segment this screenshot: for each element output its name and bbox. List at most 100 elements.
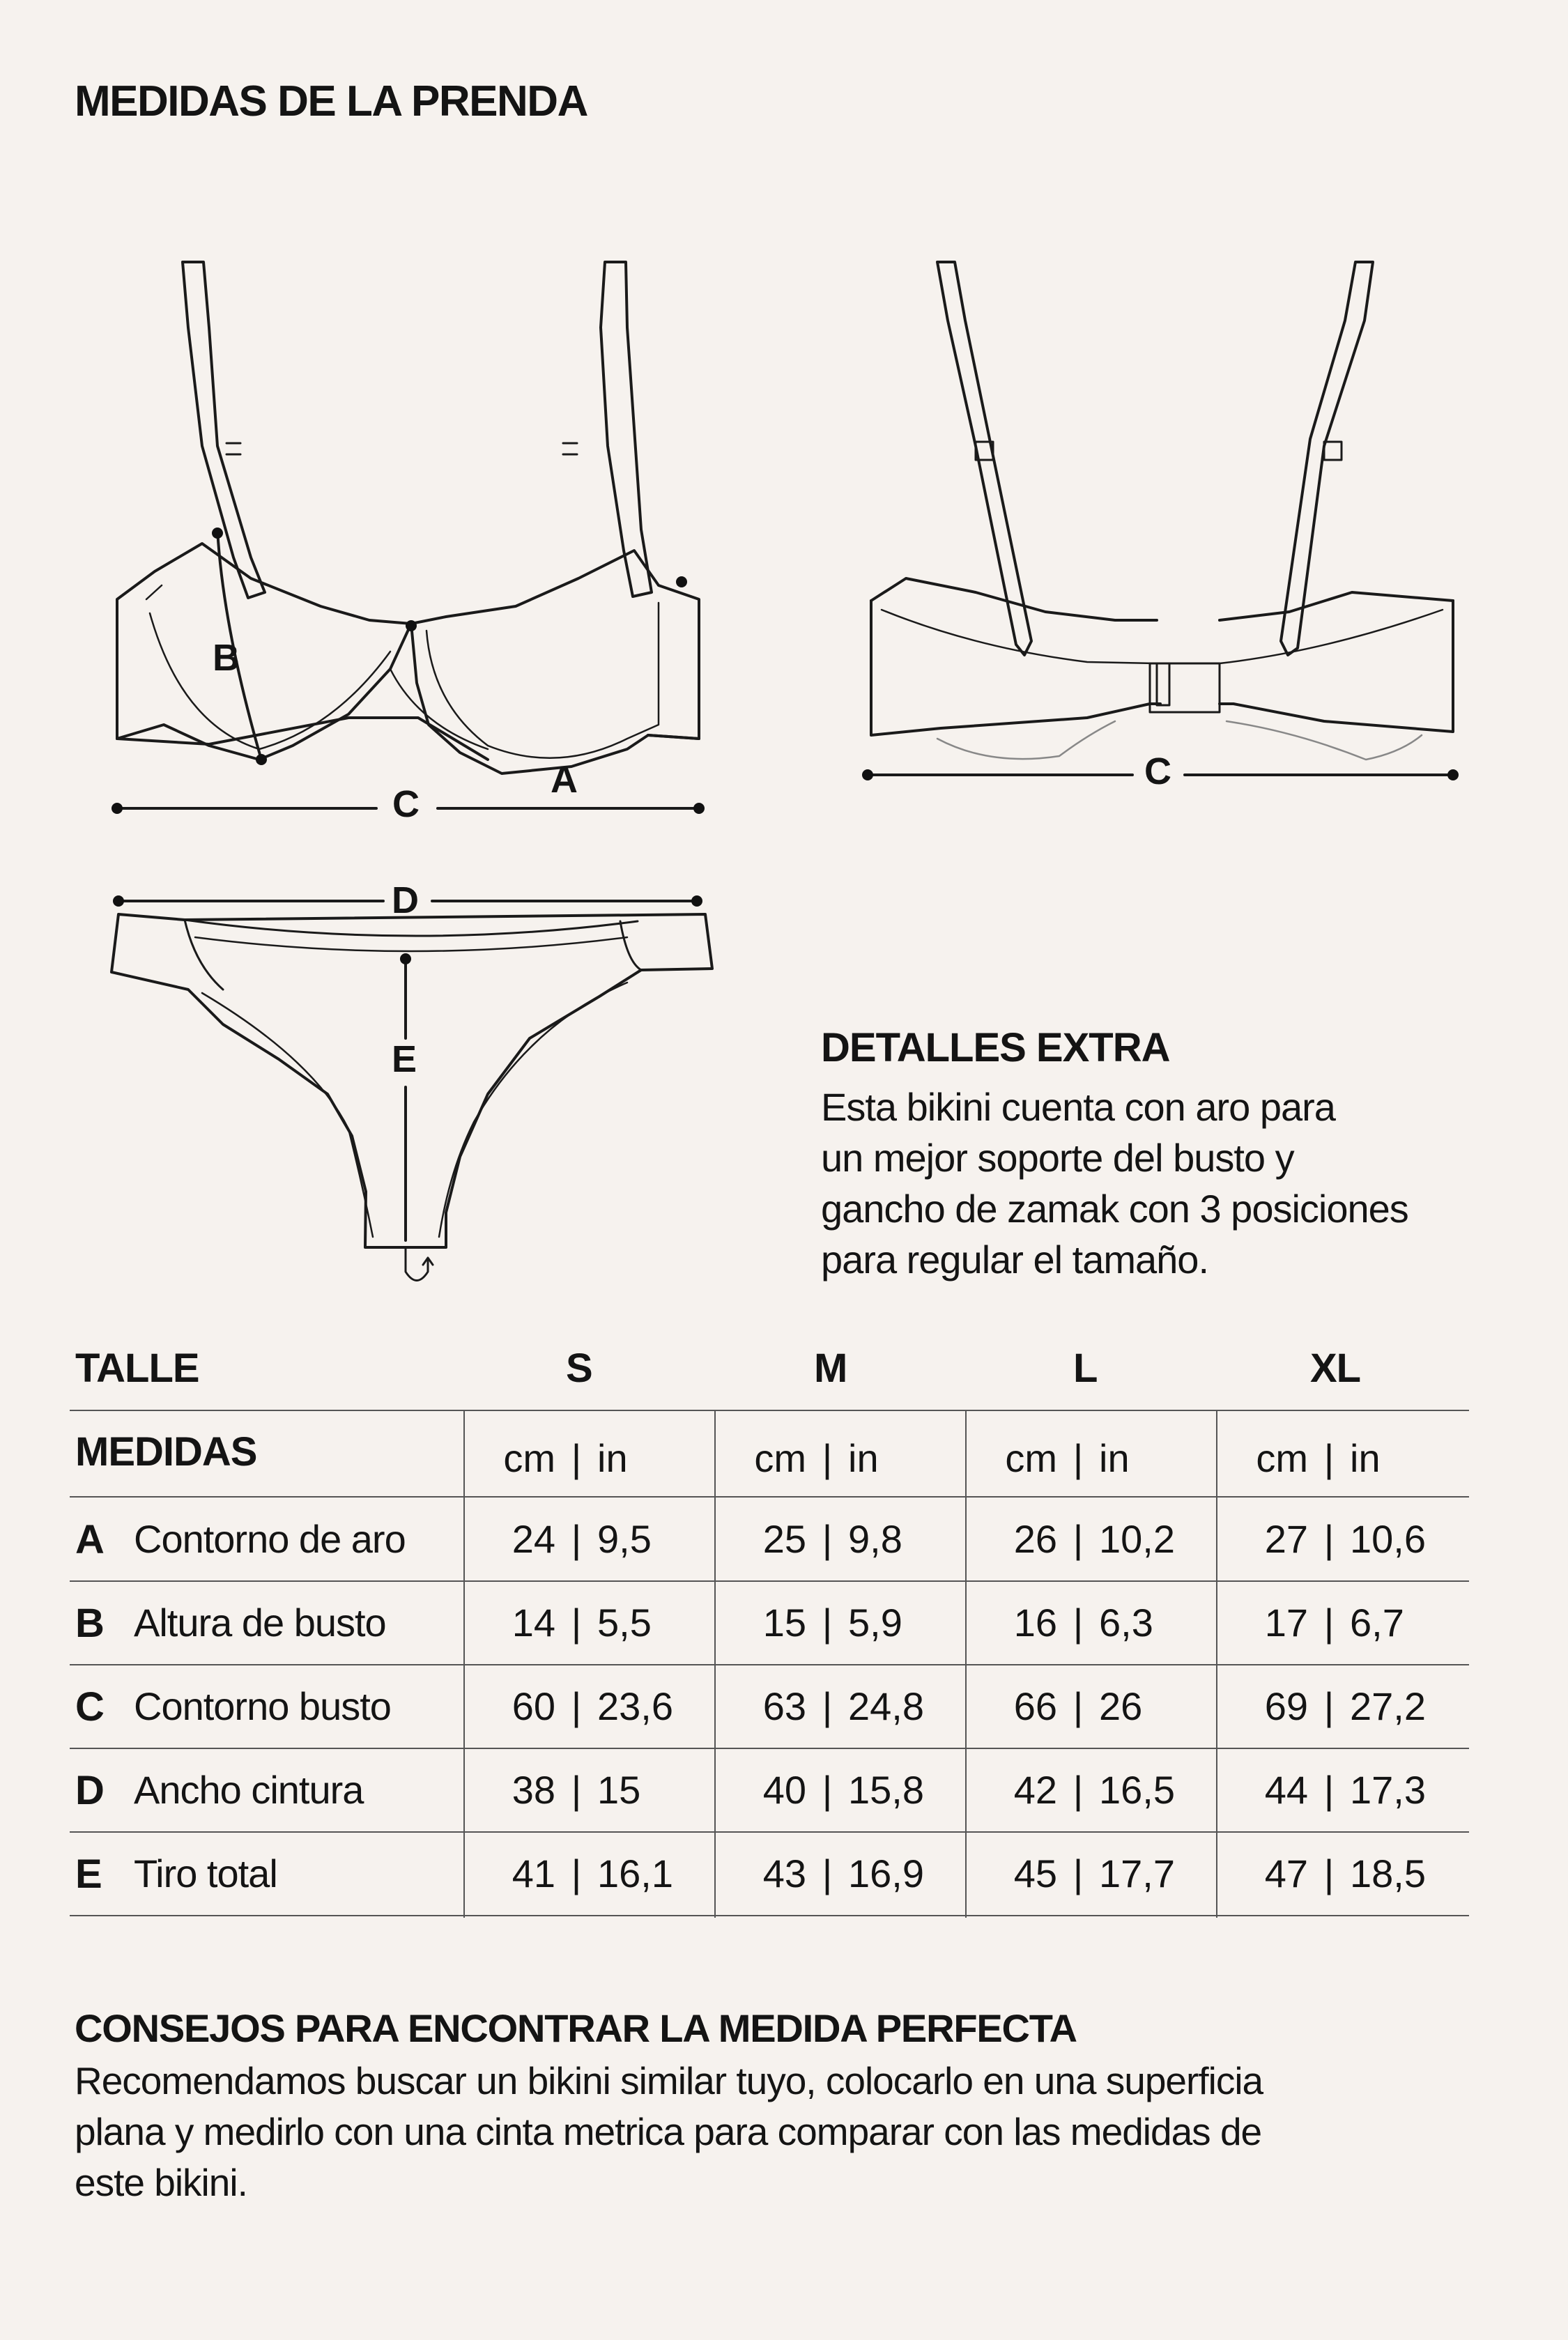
measure-letter: A [75, 1517, 105, 1562]
value-in: 16,9 [848, 1852, 924, 1895]
label-e: E [392, 1038, 417, 1080]
value-separator: | [571, 1852, 582, 1895]
label-c-front: C [392, 783, 420, 825]
measure-value: 40|15,8 [702, 1767, 953, 1812]
value-cm: 47 [1264, 1852, 1308, 1895]
value-separator: | [1073, 1768, 1084, 1812]
measure-name: Ancho cintura [134, 1768, 364, 1812]
value-cm: 17 [1264, 1601, 1308, 1645]
value-cm: 14 [512, 1601, 555, 1645]
bra-back-drawing [870, 261, 1454, 761]
extra-line: Esta bikini cuenta con aro para [821, 1085, 1336, 1129]
value-separator: | [571, 1768, 582, 1812]
dimension-lines [116, 528, 1454, 1242]
tips-title: CONSEJOS PARA ENCONTRAR LA MEDIDA PERFEC… [75, 2006, 1077, 2050]
value-separator: | [822, 1684, 833, 1728]
size-m: M [814, 1346, 847, 1391]
label-d: D [392, 879, 419, 921]
value-in: 6,3 [1099, 1601, 1153, 1645]
measure-value: 66 | 26 [953, 1684, 1204, 1729]
measure-value: 42 | 16,5 [953, 1767, 1204, 1812]
value-cm: 24 [512, 1517, 555, 1561]
value-separator: | [1323, 1601, 1335, 1645]
measure-name: Contorno busto [134, 1684, 392, 1728]
value-separator: | [571, 1684, 582, 1728]
value-cm: 42 [1013, 1768, 1057, 1812]
value-in: 24,8 [848, 1684, 924, 1728]
size-xl: XL [1310, 1346, 1361, 1391]
size-l: L [1073, 1346, 1098, 1391]
value-cm: 44 [1264, 1768, 1308, 1812]
measure-value: 25 | 9,8 [702, 1516, 953, 1562]
value-in: 26 [1099, 1684, 1143, 1728]
unit-separator: | [822, 1436, 833, 1480]
extra-details-title: DETALLES EXTRA [821, 1025, 1170, 1070]
measure-name: Tiro total [134, 1852, 278, 1895]
measure-name: Contorno de aro [134, 1517, 406, 1561]
value-separator: | [1323, 1768, 1335, 1812]
value-cm: 26 [1013, 1517, 1057, 1561]
measure-letter: C [75, 1684, 105, 1730]
value-separator: | [571, 1601, 582, 1645]
unit-separator: | [1323, 1436, 1335, 1480]
label-a: A [551, 759, 578, 801]
value-cm: 15 [762, 1601, 806, 1645]
measure-value: 14 | 5,5 [451, 1600, 702, 1645]
measure-value: 45|17,7 [953, 1851, 1204, 1896]
value-in: 10,2 [1099, 1517, 1175, 1561]
measure-name: Altura de busto [134, 1601, 387, 1645]
value-separator: | [1323, 1517, 1335, 1561]
unit-pair: cm | in [702, 1435, 953, 1481]
value-in: 9,8 [848, 1517, 902, 1561]
measure-value: 60 | 23,6 [451, 1684, 702, 1729]
value-in: 5,5 [597, 1601, 652, 1645]
value-in: 16,1 [597, 1852, 673, 1895]
unit-in: in [1099, 1436, 1130, 1480]
label-c-back: C [1144, 751, 1171, 792]
measure-value: 69|27,2 [1204, 1684, 1454, 1729]
unit-cm: cm [754, 1436, 806, 1480]
value-separator: | [1323, 1684, 1335, 1728]
value-in: 10,6 [1350, 1517, 1426, 1561]
unit-cm: cm [1005, 1436, 1057, 1480]
measure-value: 24|9,5 [451, 1516, 702, 1562]
value-separator: | [1073, 1684, 1084, 1728]
extra-details-text: Esta bikini cuenta con aro para un mejor… [821, 1082, 1525, 1285]
value-cm: 16 [1013, 1601, 1057, 1645]
unit-separator: | [1073, 1436, 1084, 1480]
value-cm: 60 [512, 1684, 555, 1728]
dimension-dots [112, 528, 1459, 964]
measure-value: 27 | 10,6 [1204, 1516, 1454, 1562]
measure-letter: E [75, 1852, 102, 1897]
measure-value: 44|17,3 [1204, 1767, 1454, 1812]
measure-value: 47|18,5 [1204, 1851, 1454, 1896]
garment-diagrams: B A C C D E [110, 261, 1459, 1281]
unit-separator: | [571, 1436, 582, 1480]
value-cm: 27 [1264, 1517, 1308, 1561]
value-in: 16,5 [1099, 1768, 1175, 1812]
measure-letter: B [75, 1601, 105, 1646]
value-in: 6,7 [1350, 1601, 1404, 1645]
bra-front-drawing [116, 261, 700, 775]
unit-in: in [848, 1436, 879, 1480]
unit-pair: cm|in [451, 1435, 702, 1481]
value-cm: 25 [762, 1517, 806, 1561]
value-cm: 66 [1013, 1684, 1057, 1728]
measure-value: 15|5,9 [702, 1600, 953, 1645]
value-cm: 38 [512, 1768, 555, 1812]
value-in: 17,7 [1099, 1852, 1175, 1895]
label-b: B [213, 637, 240, 679]
value-cm: 69 [1264, 1684, 1308, 1728]
value-separator: | [822, 1601, 833, 1645]
value-in: 9,5 [597, 1517, 652, 1561]
measure-letter: D [75, 1768, 105, 1813]
value-separator: | [1073, 1601, 1084, 1645]
value-separator: | [822, 1517, 833, 1561]
page-title: MEDIDAS DE LA PRENDA [75, 77, 588, 125]
value-separator: | [822, 1852, 833, 1895]
value-in: 23,6 [597, 1684, 673, 1728]
extra-line: gancho de zamak con 3 posiciones [821, 1187, 1409, 1231]
size-header-label: TALLE [75, 1346, 200, 1391]
measure-value: 26|10,2 [953, 1516, 1204, 1562]
unit-in: in [1350, 1436, 1381, 1480]
